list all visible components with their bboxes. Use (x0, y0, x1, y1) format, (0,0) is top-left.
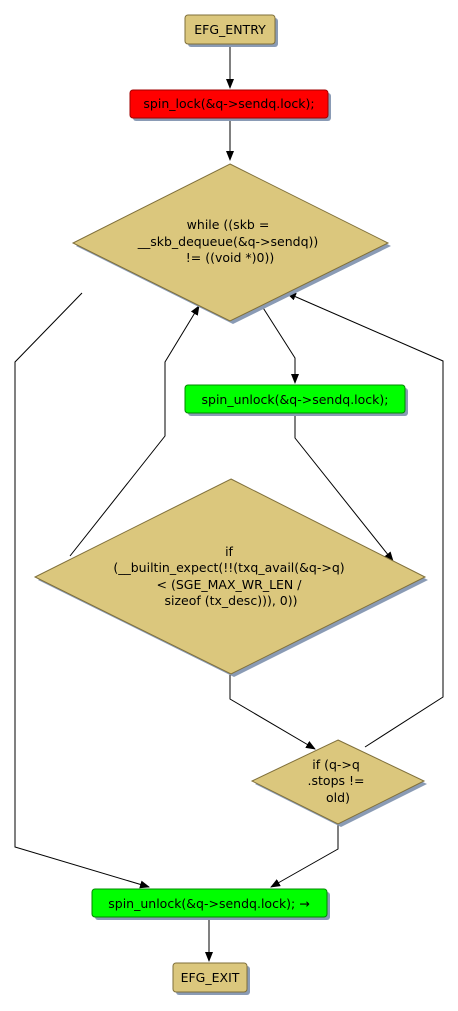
node-entry: EFG_ENTRY (184, 14, 278, 47)
entry-label: EFG_ENTRY (194, 22, 266, 37)
node-while-condition: while ((skb = __skb_dequeue(&q->sendq)) … (71, 163, 391, 324)
edge-if-stops-to-spin-unlock-2 (270, 822, 339, 888)
edge-while-to-spin-unlock-1 (259, 302, 299, 384)
node-spin-unlock-1: spin_unlock(&q->sendq.lock); (184, 384, 408, 416)
node-spin-unlock-2: spin_unlock(&q->sendq.lock); → (91, 888, 330, 920)
edge-if-builtin-to-while (69, 305, 200, 557)
spin-unlock-2-label: spin_unlock(&q->sendq.lock); → (108, 896, 309, 911)
if-builtin-line-1: if (225, 544, 233, 559)
if-builtin-line-4: sizeof (tx_desc))), 0)) (165, 593, 298, 608)
if-builtin-text: if (__builtin_expect(!!(txq_avail(&q->q)… (113, 544, 348, 608)
spin-unlock-1-label: spin_unlock(&q->sendq.lock); (202, 392, 389, 407)
edges (14, 45, 444, 962)
if-stops-line-1: if (q->q (312, 757, 360, 772)
node-spin-lock: spin_lock(&q->sendq.lock); (129, 89, 331, 121)
edge-if-builtin-to-if-stops (229, 674, 316, 750)
edge-if-stops-to-while (286, 292, 444, 748)
if-stops-text: if (q->q .stops != old) (308, 757, 369, 805)
node-exit: EFG_EXIT (172, 962, 250, 995)
while-condition-text: while ((skb = __skb_dequeue(&q->sendq)) … (137, 217, 323, 265)
edge-spin-unlock-1-to-if-builtin (294, 414, 394, 562)
while-condition-line-1: while ((skb = (187, 217, 270, 232)
if-builtin-line-2: (__builtin_expect(!!(txq_avail(&q->q) (113, 560, 344, 575)
exit-label: EFG_EXIT (181, 970, 240, 985)
node-if-builtin-expect: if (__builtin_expect(!!(txq_avail(&q->q)… (33, 478, 428, 677)
while-condition-line-2: __skb_dequeue(&q->sendq)) (137, 234, 319, 249)
node-if-stops: if (q->q .stops != old) (250, 739, 427, 827)
edge-while-to-spin-unlock-2 (14, 292, 150, 889)
spin-lock-label: spin_lock(&q->sendq.lock); (143, 96, 314, 111)
if-builtin-line-3: < (SGE_MAX_WR_LEN / (157, 577, 303, 592)
if-stops-line-2: .stops != (308, 773, 365, 788)
while-condition-line-3: != ((void *)0)) (186, 250, 274, 265)
if-stops-line-3: old) (326, 790, 350, 805)
